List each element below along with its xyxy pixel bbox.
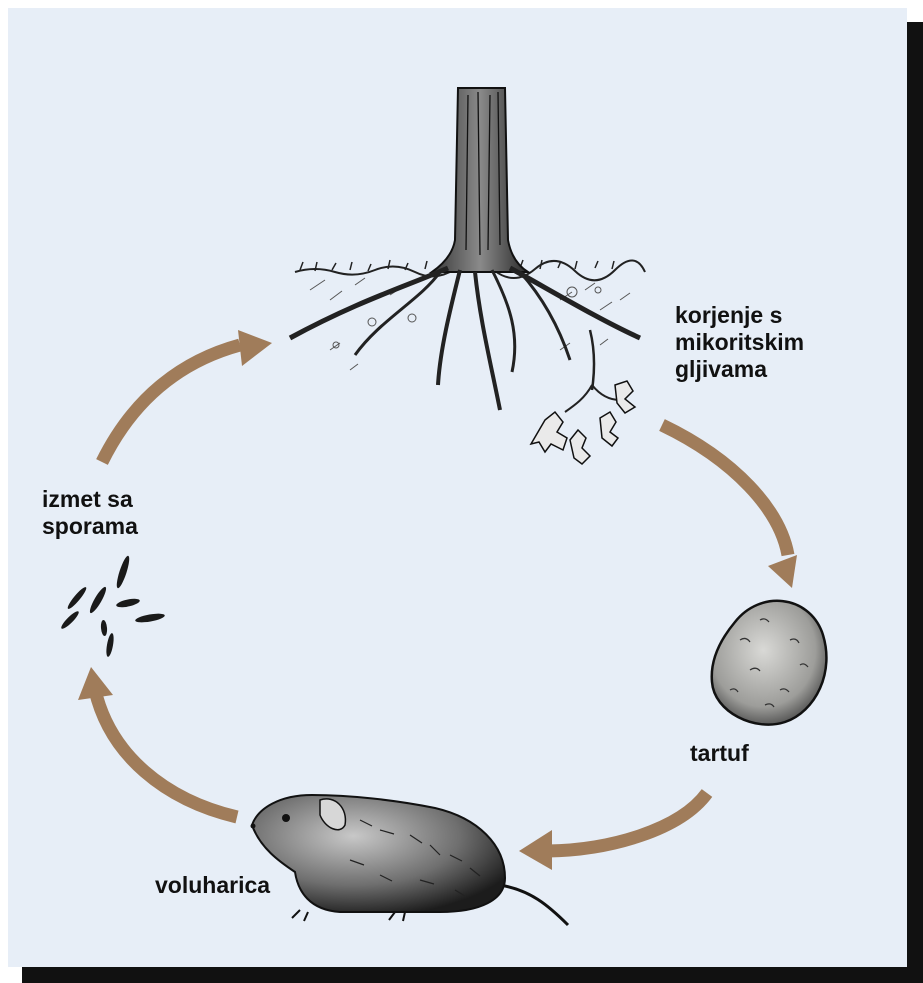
tree-roots-icon <box>290 88 645 464</box>
vole-icon <box>251 795 569 925</box>
scat-icon <box>59 555 165 658</box>
label-vole: voluharica <box>155 872 270 899</box>
label-scat-spores: izmet sa sporama <box>42 486 138 540</box>
cycle-arrowheads <box>78 330 797 870</box>
label-truffle: tartuf <box>690 740 749 767</box>
label-roots-mycorrhiza: korjenje s mikoritskim gljivama <box>675 302 804 383</box>
truffle-icon <box>712 601 827 725</box>
cycle-arrow-icon <box>95 345 788 851</box>
